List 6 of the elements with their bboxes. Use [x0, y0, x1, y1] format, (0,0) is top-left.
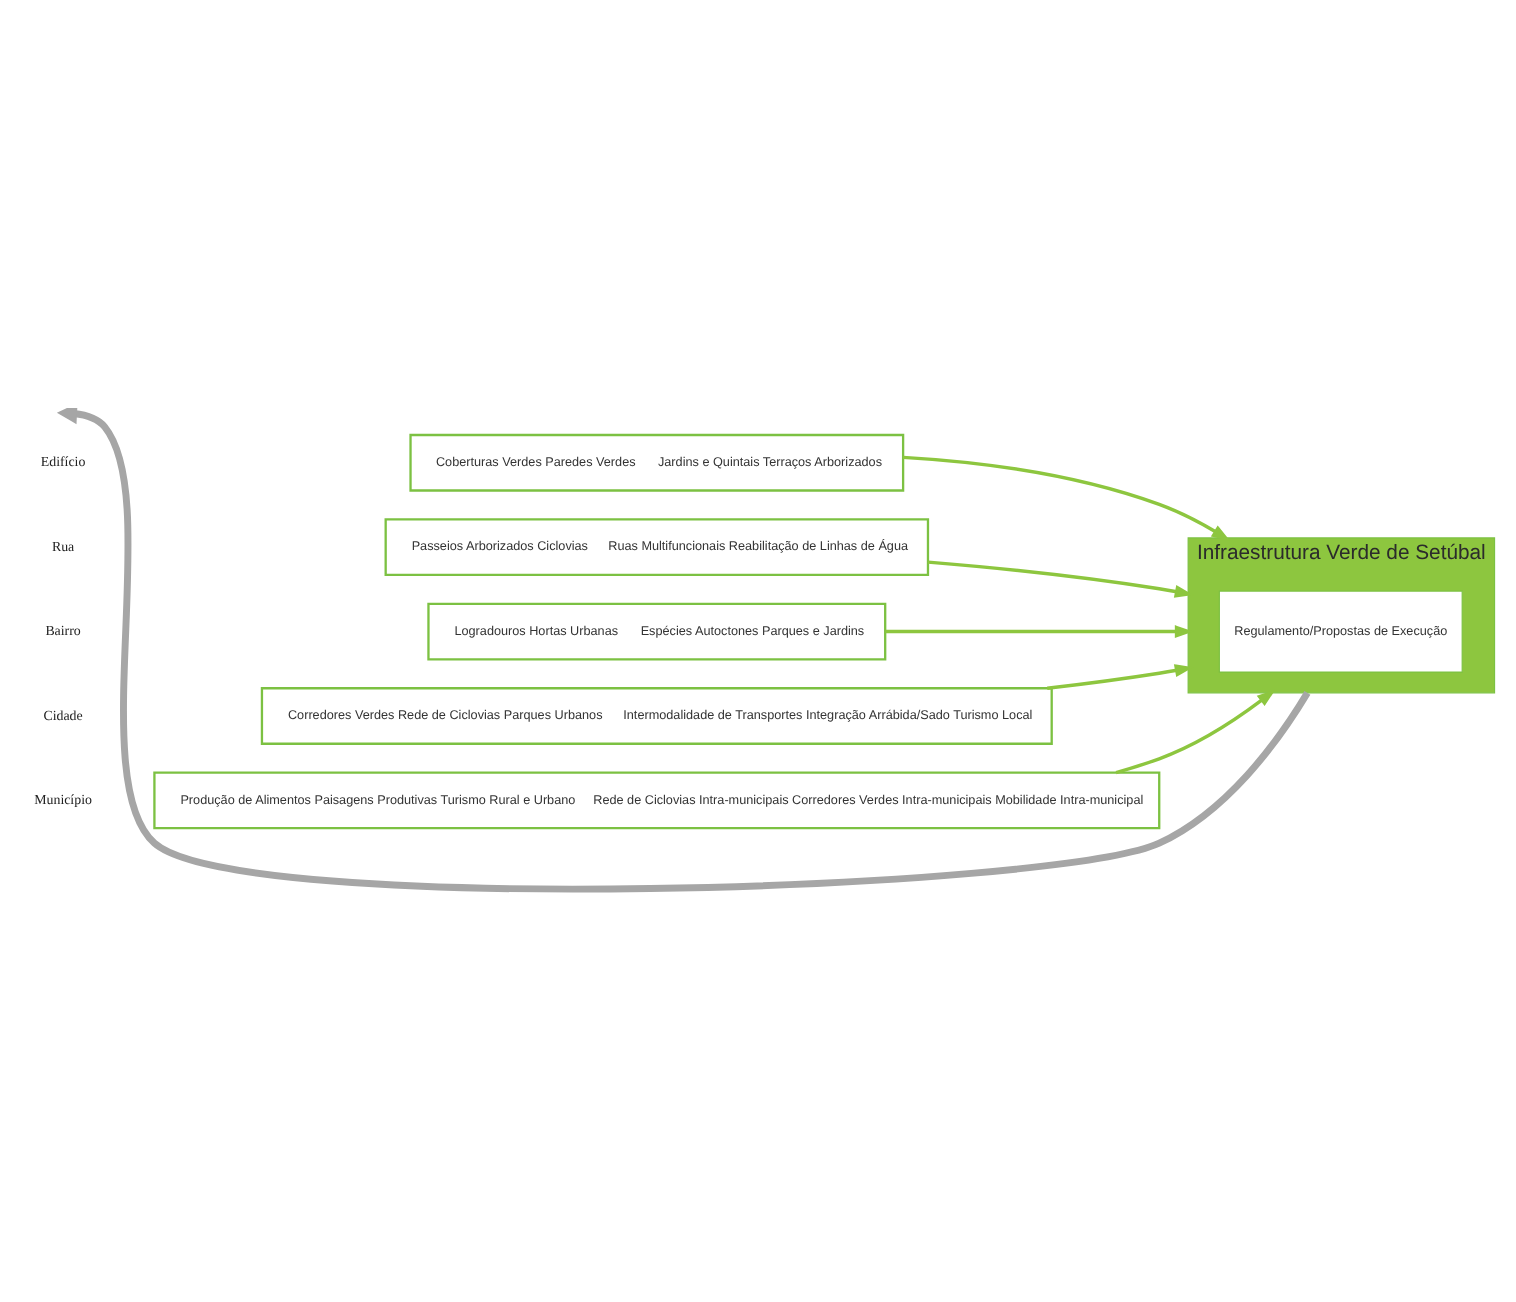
arrow: [56, 408, 1311, 893]
arrow: [885, 625, 1194, 639]
arrow: [927, 560, 1194, 598]
arrow: [903, 455, 1231, 541]
arrow: [1047, 664, 1194, 690]
arrow: [1115, 689, 1276, 775]
